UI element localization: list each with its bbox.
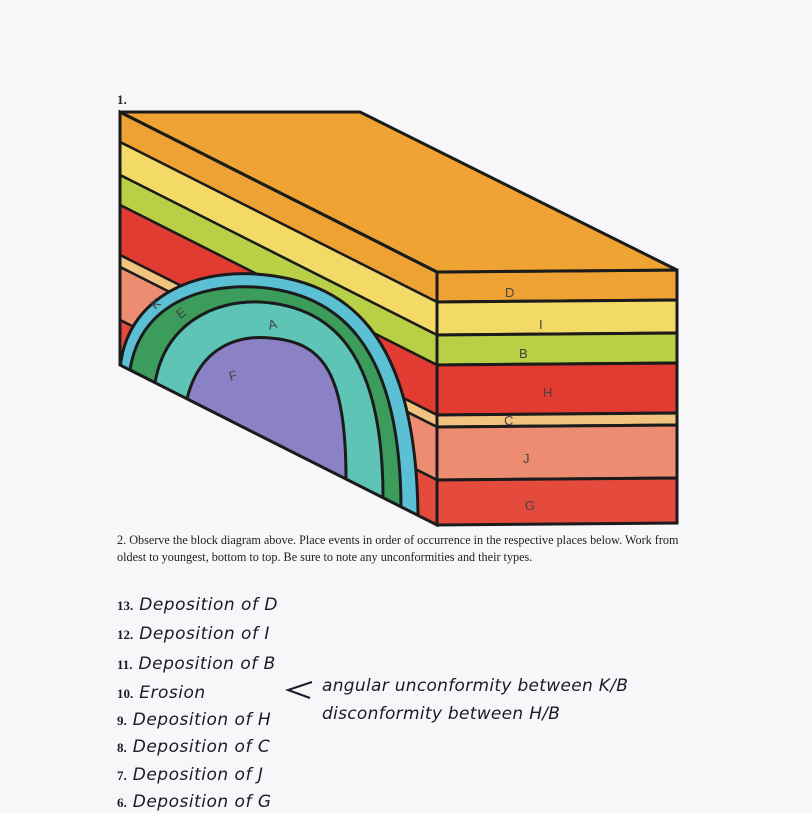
answer-number: 12. [117,627,134,642]
answer-text: Deposition of C [132,737,271,757]
label-c: C [504,413,513,428]
answer-row: 9. Deposition of H [117,708,271,731]
answer-text: Deposition of H [132,710,272,730]
annotation-angular-unconformity: angular unconformity between K/B [322,676,629,696]
answer-number: 8. [117,740,127,755]
answer-text: Deposition of D [139,595,278,615]
label-j: J [523,451,530,466]
question-number: 1. [117,92,127,107]
label-g: G [525,498,535,513]
answer-number: 7. [117,768,127,783]
annotation-disconformity: disconformity between H/B [322,704,561,724]
block-outline [118,109,439,528]
answer-row: 6. Deposition of G [117,790,272,813]
answer-number: 11. [117,657,133,672]
label-i: I [539,317,543,332]
arrow-icon [284,681,313,699]
label-f: F [227,367,239,384]
front-layer-i [435,298,679,337]
answer-text: Deposition of J [132,765,264,785]
answer-text: Erosion [139,683,206,703]
answer-row: 7. Deposition of J [117,763,263,786]
label-h: H [543,385,552,400]
front-layer-h [435,361,679,417]
question-2-text: 2. Observe the block diagram above. Plac… [117,533,679,564]
front-face [435,268,679,527]
front-layer-j [435,423,679,482]
answer-row: 8. Deposition of C [117,735,270,758]
label-d: D [505,285,514,300]
answer-row: 10. Erosion [117,681,206,704]
fold-layer-f [185,336,348,483]
front-layer-g [435,476,679,527]
answer-number: 13. [117,598,134,613]
front-layer-b [435,331,679,367]
answer-text: Deposition of I [139,624,270,644]
answer-text: Deposition of B [138,654,276,674]
answer-number: 10. [117,686,134,701]
fold-structure [120,272,420,519]
answer-row: 11. Deposition of B [117,652,276,675]
answer-number: 9. [117,713,127,728]
answer-row: 13. Deposition of D [117,593,278,616]
front-layer-d [435,268,679,304]
label-b: B [519,346,528,361]
answer-text: Deposition of G [132,792,272,812]
label-a: A [266,316,279,333]
answer-row: 12. Deposition of I [117,622,270,645]
answer-number: 6. [117,795,127,810]
